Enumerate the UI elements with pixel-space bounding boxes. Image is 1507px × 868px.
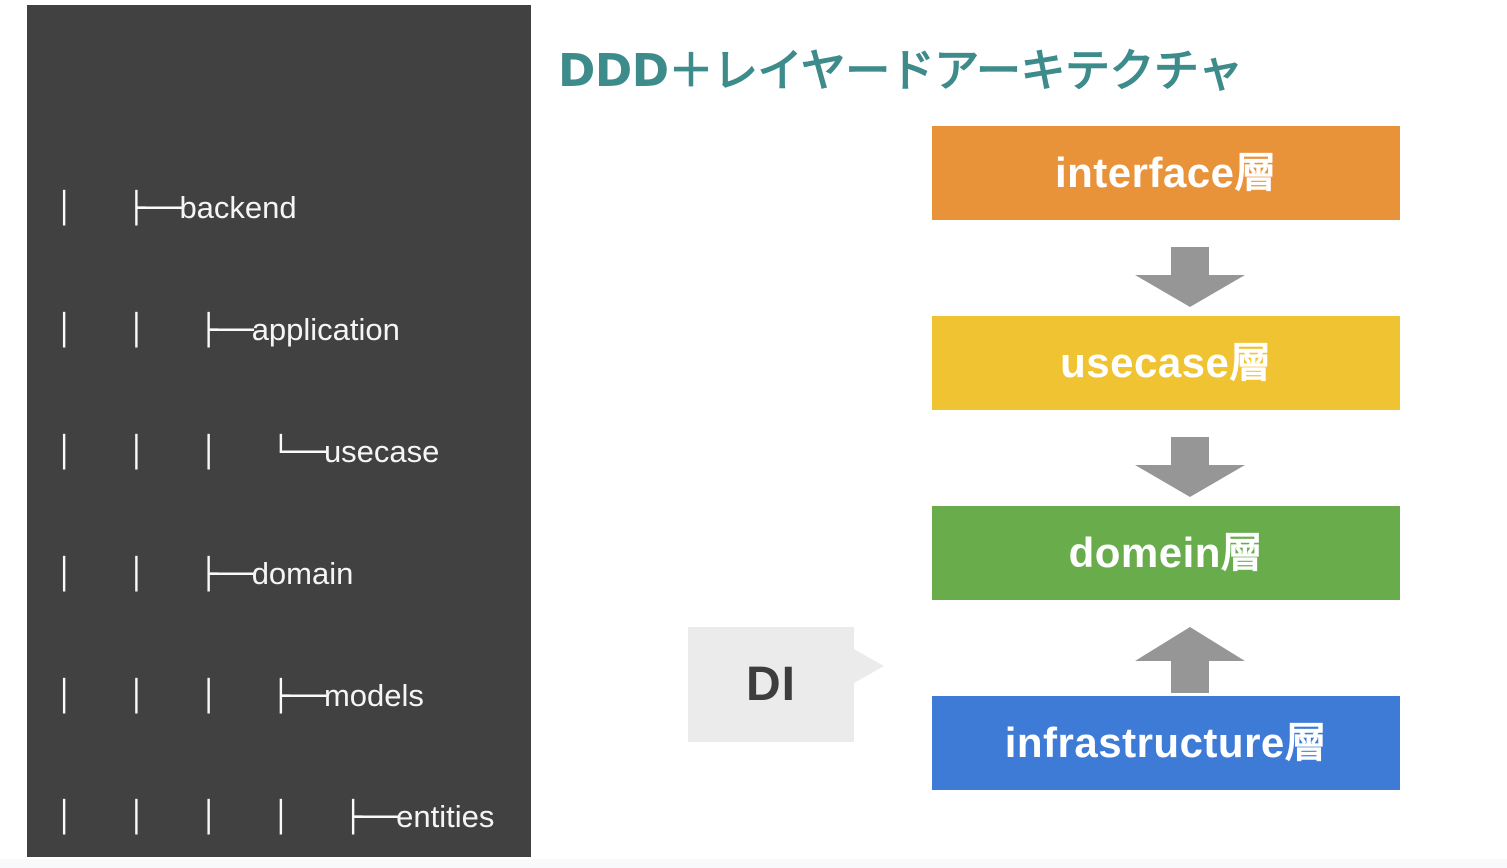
tree-row[interactable]: │ │ │ └──usecase	[55, 391, 531, 470]
tree-row[interactable]: │ │ ├──domain	[55, 513, 531, 592]
tree-row[interactable]: │ ├──backend	[55, 148, 531, 226]
architecture-diagram: DDD＋レイヤードアーキテクチャ interface層 usecase層 dom…	[531, 5, 1507, 857]
page-title: DDD＋レイヤードアーキテクチャ	[558, 44, 1243, 97]
tree-row[interactable]: │ │ │ ├──models	[55, 635, 531, 714]
layer-label: domein層	[1068, 529, 1264, 576]
tree-item-label: backend	[179, 190, 297, 226]
tree-item-label: entities	[396, 799, 495, 835]
tree-item-label: models	[323, 677, 424, 713]
tree-item-label: usecase	[323, 433, 440, 469]
di-callout-box[interactable]	[688, 627, 884, 742]
layer-label: usecase層	[1060, 339, 1272, 386]
directory-tree-list: │ ├──backend │ │ ├──application │ │ │ └─…	[55, 26, 531, 857]
arrow-down-icon	[1135, 247, 1245, 307]
tree-row[interactable]: │ │ │ │ ├──entities	[55, 757, 531, 835]
tree-guide-glyph: │ ├──	[55, 191, 182, 227]
tree-row[interactable]: │ │ ├──application	[55, 270, 531, 348]
layer-box-interface[interactable]: interface層	[932, 126, 1400, 220]
directory-tree-panel: │ ├──backend │ │ ├──application │ │ │ └─…	[27, 5, 531, 857]
layer-box-infrastructure[interactable]: infrastructure層	[932, 696, 1400, 790]
tree-guide-glyph: │ │ │ └──	[55, 434, 326, 470]
tree-guide-glyph: │ │ │ │ ├──	[55, 800, 399, 836]
tree-item-label: application	[251, 312, 400, 348]
layer-box-domein[interactable]: domein層	[932, 506, 1400, 600]
layer-label: infrastructure層	[1004, 719, 1328, 766]
arrow-up-icon	[1135, 627, 1245, 693]
tree-item-label: domain	[251, 555, 354, 591]
arrow-down-icon	[1135, 437, 1245, 497]
layer-label: interface層	[1054, 149, 1278, 196]
layer-box-usecase[interactable]: usecase層	[932, 316, 1400, 410]
tree-guide-glyph: │ │ │ ├──	[55, 678, 326, 714]
tree-guide-glyph: │ │ ├──	[55, 556, 254, 592]
tree-guide-glyph: │ │ ├──	[55, 313, 254, 349]
